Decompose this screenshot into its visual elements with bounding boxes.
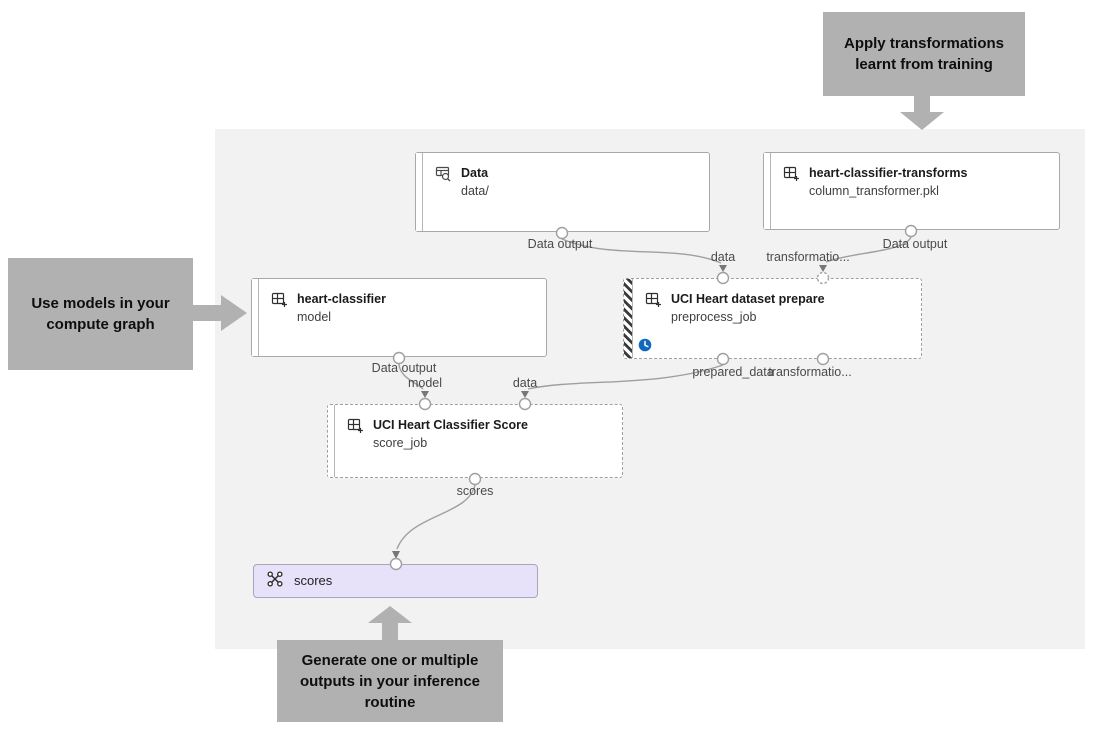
component-grid-icon (347, 417, 364, 452)
port-label-data: data (512, 376, 538, 390)
component-grid-icon (645, 291, 662, 326)
port-label-data-output: Data output (882, 237, 948, 251)
node-title: scores (294, 572, 333, 588)
node-title: Data (461, 166, 489, 180)
node-subtitle: model (297, 310, 332, 325)
node-title: heart-classifier (297, 292, 386, 306)
callout-use-models: Use models in your compute graph (8, 258, 193, 370)
node-title: UCI Heart dataset prepare (671, 292, 825, 306)
port-label-data-output: Data output (527, 237, 593, 251)
node-accent-strip (764, 153, 771, 229)
node-uci-heart-dataset-prepare[interactable]: UCI Heart dataset prepare preprocess_job (623, 278, 922, 359)
node-subtitle: data/ (461, 184, 489, 199)
callout-arrow-right-icon (193, 295, 247, 336)
port-label-transformations: transformatio... (768, 365, 852, 379)
component-grid-icon (271, 291, 288, 326)
node-uci-heart-classifier-score[interactable]: UCI Heart Classifier Score score_job (327, 404, 623, 478)
port-label-data-output: Data output (371, 361, 437, 375)
callout-generate-outputs: Generate one or multiple outputs in your… (277, 640, 503, 722)
pipeline-output-icon (267, 571, 284, 592)
node-title: UCI Heart Classifier Score (373, 418, 528, 432)
node-accent-strip (328, 405, 335, 477)
callout-text: Generate one or multiple outputs in your… (299, 651, 480, 711)
node-data[interactable]: Data data/ (415, 152, 710, 232)
node-accent-strip (416, 153, 423, 231)
port-label-data: data (710, 250, 736, 264)
node-accent-strip (252, 279, 259, 356)
callout-apply-transformations: Apply transformations learnt from traini… (823, 12, 1025, 96)
node-scores-output[interactable]: scores (253, 564, 538, 598)
callout-text: Apply transformations learnt from traini… (843, 35, 1005, 73)
node-title: heart-classifier-transforms (809, 166, 968, 180)
callout-arrow-up-icon (368, 606, 412, 645)
node-heart-classifier-transforms[interactable]: heart-classifier-transforms column_trans… (763, 152, 1060, 230)
node-running-stripe (624, 279, 633, 358)
node-subtitle: column_transformer.pkl (809, 184, 939, 199)
component-grid-icon (783, 165, 800, 200)
port-label-transformations: transformatio... (766, 250, 850, 264)
node-subtitle: preprocess_job (671, 310, 757, 325)
port-label-model: model (407, 376, 443, 390)
callout-arrow-down-icon (900, 96, 944, 135)
port-label-scores: scores (456, 484, 494, 498)
callout-text: Use models in your compute graph (31, 295, 170, 333)
port-label-prepared-data: prepared_data (692, 365, 774, 379)
node-heart-classifier[interactable]: heart-classifier model (251, 278, 547, 357)
clock-icon (638, 338, 652, 352)
node-subtitle: score_job (373, 436, 428, 451)
data-preview-icon (435, 165, 452, 200)
